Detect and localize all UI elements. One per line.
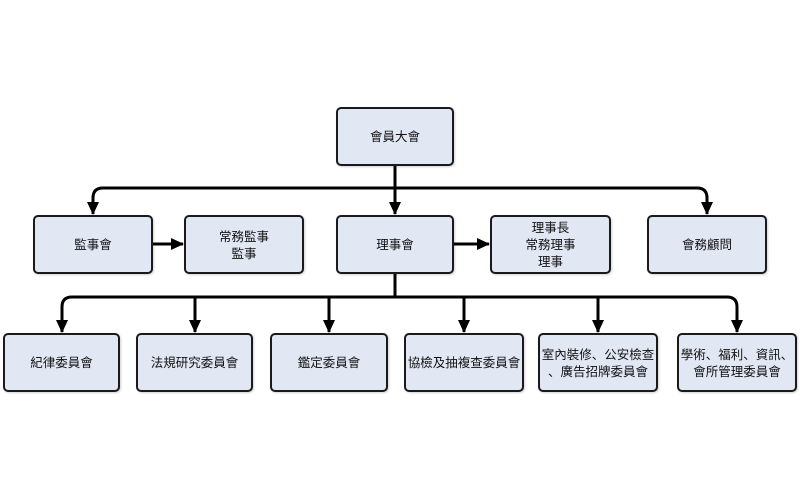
node-board-of-directors: 理事會 <box>336 215 454 274</box>
node-label: 監事會 <box>74 237 112 252</box>
node-label-line-1: 室內裝修、公安檢查 <box>541 346 655 362</box>
node-appraisal-committee: 鑑定委員會 <box>270 333 388 392</box>
node-label-line-2: 、廣告招牌委員會 <box>547 363 648 379</box>
node-supervisors-board: 監事會 <box>33 215 153 274</box>
node-inspection-committee: 協檢及抽複查委員會 <box>404 333 524 392</box>
node-general-assembly: 會員大會 <box>336 107 454 166</box>
node-interior-safety-signage-committee: 室內裝修、公安檢查 、廣告招牌委員會 <box>538 333 658 392</box>
node-label: 會務顧問 <box>681 237 732 252</box>
node-label-line-2: 會所管理委員會 <box>693 363 781 379</box>
node-label: 協檢及抽複查委員會 <box>407 355 521 370</box>
node-label-line-3: 理事 <box>537 254 563 269</box>
node-academic-welfare-committee: 學術、福利、資訊、 會所管理委員會 <box>677 333 797 392</box>
node-standing-supervisors: 常務監事 監事 <box>184 215 304 274</box>
node-label: 法規研究委員會 <box>150 355 239 370</box>
node-label: 鑑定委員會 <box>297 355 361 370</box>
node-label: 理事會 <box>376 237 414 252</box>
node-chairman-directors: 理事長 常務理事 理事 <box>490 215 611 274</box>
node-label-line-2: 監事 <box>231 245 257 261</box>
node-label-line-2: 常務理事 <box>525 237 576 252</box>
node-discipline-committee: 紀律委員會 <box>3 333 120 392</box>
connector-board-to-committee-6 <box>395 295 743 333</box>
connector-assembly-to-supervisors <box>87 186 395 215</box>
connector-board-to-committee-1 <box>56 295 395 333</box>
node-label-line-1: 理事長 <box>531 220 570 235</box>
node-label-line-1: 常務監事 <box>218 228 269 244</box>
node-label-line-1: 學術、福利、資訊、 <box>680 346 794 362</box>
connector-assembly-to-advisors <box>395 186 713 215</box>
node-label: 紀律委員會 <box>30 355 93 370</box>
node-label: 會員大會 <box>369 129 420 144</box>
node-advisors: 會務顧問 <box>647 215 767 274</box>
node-regulations-committee: 法規研究委員會 <box>136 333 253 392</box>
